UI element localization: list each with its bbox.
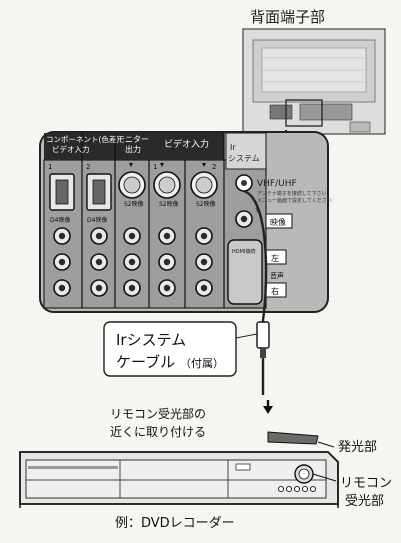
emitter-label: 発光部 <box>338 440 377 455</box>
label-component-1: コンポーネント(色差) <box>46 134 119 144</box>
label-video-num-1: 1 <box>153 163 157 171</box>
rca-jack-c5-r2-center <box>200 258 208 266</box>
label-comp-num-1: 1 <box>48 163 52 171</box>
rca-jack-c1-r2-center <box>58 258 66 266</box>
tv-back-illustration <box>242 28 386 135</box>
cable-callout-box <box>103 321 237 377</box>
rca-jack-c4-r1-center <box>163 232 171 240</box>
label-ir-2: システム <box>228 154 260 163</box>
label-small-3: 3 <box>255 208 258 214</box>
label-s2-3: S2映像 <box>196 200 216 208</box>
rca-jack-c1-r3-center <box>58 284 66 292</box>
ir-system-jack[interactable] <box>235 174 253 192</box>
label-d4-1: D4映像 <box>50 216 70 224</box>
attach-note-line2: 近くに取り付ける <box>110 425 206 439</box>
rca-jack-c4-r3-center <box>163 284 171 292</box>
label-s2-2: S2映像 <box>159 200 179 208</box>
cable-callout-leader <box>235 333 258 339</box>
label-d4-2: D4映像 <box>87 216 107 224</box>
label-hdmi-note: HDMI接続 <box>232 248 255 255</box>
label-hidari: 左 <box>271 253 279 263</box>
label-video-input: ビデオ入力 <box>164 138 209 150</box>
label-monitor-2: 出力 <box>125 144 141 154</box>
rca-jack-c2-r3-center <box>95 284 103 292</box>
label-monitor-1: モニター <box>117 135 149 144</box>
dvd-recorder <box>19 451 339 508</box>
d4-connector-2[interactable] <box>86 173 112 211</box>
rca-jack-c3-r1-center <box>128 232 136 240</box>
label-component-2: ビデオ入力 <box>52 144 90 154</box>
monitor-arrow-icon <box>129 163 133 167</box>
recorder-caption: 例：DVDレコーダー <box>115 516 235 531</box>
rca-jack-c5-r3-center <box>200 284 208 292</box>
rca-jack-c1-r1-center <box>58 232 66 240</box>
label-migi: 右 <box>271 286 279 296</box>
receiver-label-line1: リモコン <box>340 476 392 491</box>
rca-jack-right-r1-center <box>240 215 248 223</box>
cable-name-line1: Irシステム <box>116 331 186 349</box>
rca-jack-c2-r1-center <box>95 232 103 240</box>
rca-jack-c5-r1-center <box>200 232 208 240</box>
attach-note-line1: リモコン受光部の <box>110 406 206 421</box>
rca-jack-c4-r2-center <box>163 258 171 266</box>
label-onsei: 音声 <box>270 271 284 280</box>
back-panel-title: 背面端子部 <box>250 8 325 26</box>
receiver-label-line2: 受光部 <box>345 494 384 509</box>
rca-jack-c2-r2-center <box>95 258 103 266</box>
rca-jack-c3-r3-center <box>128 284 136 292</box>
label-s2-1: S2映像 <box>124 200 144 208</box>
eizo-tab <box>265 213 293 229</box>
label-comp-num-2: 2 <box>86 163 90 171</box>
right-jack-block <box>227 239 263 305</box>
ir-cable-wire <box>243 189 268 395</box>
ir-cable-plug-tip <box>260 348 266 358</box>
cable-name-accessory: （付属） <box>180 357 224 370</box>
cable-name-line2: ケーブル <box>116 353 175 371</box>
label-ir-1: Ir <box>230 143 236 152</box>
down-arrow-icon <box>263 406 273 414</box>
label-video-num-2: 2 <box>212 163 216 171</box>
label-eizo: 映像 <box>270 217 286 227</box>
emitter-leader <box>317 441 335 448</box>
video2-arrow-icon <box>202 163 206 167</box>
recorder-dial <box>294 464 314 484</box>
d4-connector-1[interactable] <box>49 173 75 211</box>
ir-cable-plug <box>256 321 270 349</box>
s2-connector-video2[interactable] <box>190 171 218 199</box>
label-vhf-uhf: VHF/UHF <box>257 179 297 189</box>
receiver-leader <box>312 473 337 482</box>
label-vhf-note-1: アンテナ端子を接続して下さい <box>257 190 327 197</box>
s2-connector-video1[interactable] <box>153 171 181 199</box>
label-vhf-note-2: メニュー画面で設定してください <box>257 197 332 204</box>
video1-arrow-icon <box>160 163 164 167</box>
ir-emitter <box>267 431 319 445</box>
rca-jack-c3-r2-center <box>128 258 136 266</box>
s2-connector-monitor[interactable] <box>118 171 146 199</box>
recorder-buttons <box>277 485 317 493</box>
